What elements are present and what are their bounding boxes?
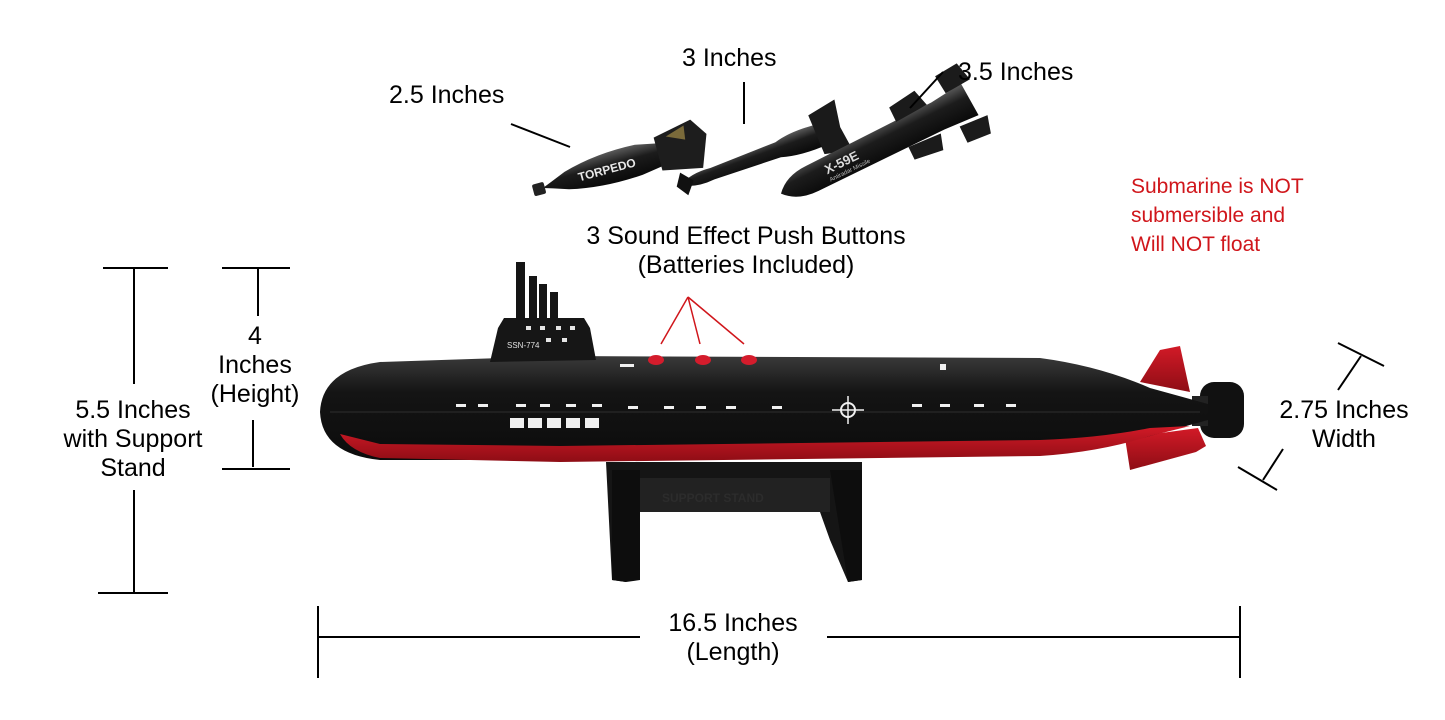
sound-buttons-label-line2: (Batteries Included) <box>637 251 855 279</box>
stand-height-line1: 5.5 Inches <box>75 396 191 424</box>
sound-buttons <box>648 355 757 365</box>
length-label-line2: (Length) <box>686 638 780 666</box>
height-label: 4 Inches (Height) <box>196 322 314 409</box>
width-label-line2: Width <box>1312 425 1376 453</box>
warning-line3: Will NOT float <box>1131 233 1261 256</box>
sound-button-1[interactable] <box>648 355 664 365</box>
stand-height-line3: Stand <box>100 454 166 482</box>
warning-note: Submarine is NOT submersible and Will NO… <box>1131 172 1304 259</box>
torpedo-length-label: 2.5 Inches <box>389 81 505 109</box>
length-label-line1: 16.5 Inches <box>668 609 798 637</box>
bomb <box>676 99 853 196</box>
hull-number: SSN-774 <box>507 341 540 350</box>
propulsor <box>1200 382 1244 438</box>
hull <box>320 356 1208 460</box>
periscope <box>516 262 525 320</box>
sound-buttons-label: 3 Sound Effect Push Buttons (Batteries I… <box>540 222 952 280</box>
stand-marking: SUPPORT STAND <box>662 491 764 505</box>
missile-length-label: 3.5 Inches <box>958 58 1074 86</box>
support-stand: SUPPORT STAND <box>606 462 862 582</box>
height-label-line1: 4 <box>248 322 262 350</box>
sound-button-2[interactable] <box>695 355 711 365</box>
dimension-lines <box>98 71 1385 678</box>
hull-markings <box>456 364 1016 428</box>
stand-height-line2: with Support <box>63 425 203 453</box>
height-label-line2: Inches <box>218 351 292 379</box>
upper-rudder <box>1140 346 1190 392</box>
bomb-length-label: 3 Inches <box>682 44 777 72</box>
warning-line2: submersible and <box>1131 204 1286 227</box>
sail <box>490 318 596 362</box>
hull-lower-red <box>340 426 1190 462</box>
sound-button-3[interactable] <box>741 355 757 365</box>
width-label-line1: 2.75 Inches <box>1279 396 1409 424</box>
length-label: 16.5 Inches (Length) <box>640 609 826 667</box>
torpedo: TORPEDO <box>532 119 707 196</box>
width-label: 2.75 Inches Width <box>1258 396 1430 454</box>
sound-buttons-label-line1: 3 Sound Effect Push Buttons <box>586 222 906 250</box>
stand-height-label: 5.5 Inches with Support Stand <box>36 396 230 483</box>
lower-rudder <box>1125 428 1206 470</box>
submarine: SSN-774 <box>320 262 1244 470</box>
warning-line1: Submarine is NOT <box>1131 175 1304 198</box>
button-callout-lines <box>660 296 745 345</box>
target-emblem <box>832 396 864 424</box>
height-label-line3: (Height) <box>210 380 300 408</box>
